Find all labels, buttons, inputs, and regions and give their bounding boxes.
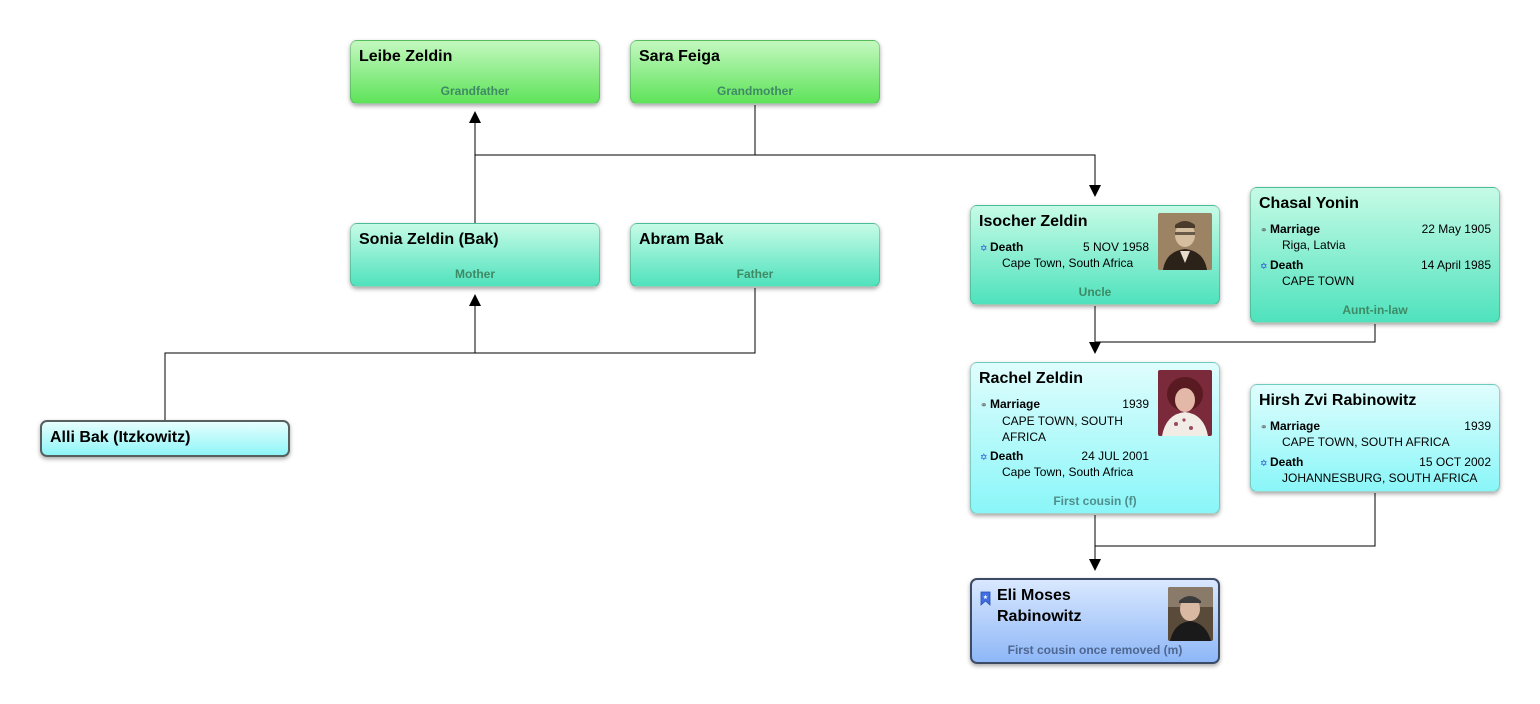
event-label: Marriage	[1270, 419, 1321, 433]
event-place: CAPE TOWN, SOUTH AFRICA	[1002, 414, 1123, 444]
event-label: Death	[1270, 258, 1304, 272]
event-place: JOHANNESBURG, SOUTH AFRICA	[1282, 471, 1478, 485]
relationship-label: Mother	[455, 267, 495, 281]
connector-line	[1095, 493, 1376, 547]
arrow-down	[1089, 559, 1101, 571]
event-label: Death	[990, 449, 1024, 463]
person-name: Leibe Zeldin	[359, 48, 453, 65]
star-of-david-icon: ✡	[980, 452, 988, 462]
person-photo[interactable]	[1158, 213, 1212, 270]
connector-line	[755, 154, 1096, 187]
event-date: 22 May 1905	[1421, 222, 1491, 236]
person-name: Rachel Zeldin	[979, 370, 1084, 387]
arrow-up	[469, 294, 481, 306]
person-card-leibe-zeldin[interactable]: Leibe Zeldin Grandfather	[350, 40, 600, 104]
death-event: ✡Death	[1260, 258, 1303, 272]
rings-icon: ⚭	[1260, 225, 1268, 235]
connector-line	[475, 105, 756, 156]
death-event: ✡Death	[980, 449, 1023, 463]
event-place: CAPE TOWN, SOUTH AFRICA	[1282, 435, 1450, 449]
relationship-label: Grandfather	[440, 84, 510, 98]
event-date: 1939	[1122, 397, 1149, 411]
person-card-alli-bak[interactable]: Alli Bak (Itzkowitz)	[40, 420, 290, 457]
event-label: Death	[1270, 455, 1304, 469]
person-card-sonia-zeldin[interactable]: Sonia Zeldin (Bak) Mother	[350, 223, 600, 287]
person-card-eli-moses-rabinowitz[interactable]: ★ Eli Moses Rabinowitz First cousin once…	[970, 578, 1220, 664]
person-name: Eli Moses Rabinowitz	[997, 587, 1082, 625]
portrait-photo-icon	[1158, 370, 1212, 436]
relationship-label: Aunt-in-law	[1342, 303, 1408, 317]
connector-line	[1095, 324, 1376, 343]
person-photo[interactable]	[1158, 370, 1212, 436]
event-date: 14 April 1985	[1420, 258, 1491, 272]
person-name: Chasal Yonin	[1259, 195, 1359, 212]
connector-line	[164, 288, 756, 420]
arrow-up	[469, 111, 481, 123]
person-name: Sara Feiga	[639, 48, 720, 65]
event-label: Marriage	[990, 397, 1041, 411]
relationship-label: Grandmother	[716, 84, 793, 98]
marriage-event: ⚭Marriage	[980, 397, 1040, 411]
svg-text:★: ★	[983, 594, 988, 601]
portrait-photo-icon	[1158, 213, 1212, 270]
person-card-isocher-zeldin[interactable]: Isocher Zeldin ✡Death 5 NOV 1958 Cape To…	[970, 205, 1220, 305]
death-event: ✡Death	[1260, 455, 1303, 469]
star-of-david-icon: ✡	[980, 243, 988, 253]
event-date: 1939	[1464, 419, 1491, 433]
relationship-label: First cousin (f)	[1053, 494, 1137, 508]
portrait-photo-icon	[1168, 587, 1213, 641]
person-card-chasal-yonin[interactable]: Chasal Yonin ⚭Marriage 22 May 1905 Riga,…	[1250, 187, 1500, 323]
rings-icon: ⚭	[1260, 422, 1268, 432]
event-date: 24 JUL 2001	[1081, 449, 1149, 463]
person-card-sara-feiga[interactable]: Sara Feiga Grandmother	[630, 40, 880, 104]
person-name: Hirsh Zvi Rabinowitz	[1259, 392, 1417, 409]
person-name: Isocher Zeldin	[979, 213, 1088, 230]
person-name: Alli Bak (Itzkowitz)	[50, 429, 191, 446]
event-date: 5 NOV 1958	[1082, 240, 1149, 254]
death-event: ✡Death	[980, 240, 1023, 254]
event-place: Cape Town, South Africa	[1002, 256, 1134, 270]
relationship-label: Uncle	[1078, 285, 1112, 299]
person-name: Sonia Zeldin (Bak)	[359, 231, 499, 248]
event-place: Riga, Latvia	[1282, 238, 1346, 252]
event-date: 15 OCT 2002	[1419, 455, 1491, 469]
relationship-label: First cousin once removed (m)	[1007, 643, 1183, 657]
event-place: Cape Town, South Africa	[1002, 465, 1134, 479]
event-place: CAPE TOWN	[1282, 274, 1355, 288]
rings-icon: ⚭	[980, 400, 988, 410]
person-photo[interactable]	[1168, 587, 1213, 641]
arrow-down	[1089, 342, 1101, 354]
person-card-rachel-zeldin[interactable]: Rachel Zeldin ⚭Marriage 1939 CAPE TOWN, …	[970, 362, 1220, 514]
event-label: Marriage	[1270, 222, 1321, 236]
bookmark-icon[interactable]: ★	[980, 591, 991, 611]
person-card-hirsh-zvi-rabinowitz[interactable]: Hirsh Zvi Rabinowitz ⚭Marriage 1939 CAPE…	[1250, 384, 1500, 492]
star-of-david-icon: ✡	[1260, 261, 1268, 271]
marriage-event: ⚭Marriage	[1260, 419, 1320, 433]
relationship-label: Father	[736, 267, 774, 281]
person-card-abram-bak[interactable]: Abram Bak Father	[630, 223, 880, 287]
marriage-event: ⚭Marriage	[1260, 222, 1320, 236]
event-label: Death	[990, 240, 1024, 254]
person-name: Abram Bak	[639, 231, 724, 248]
star-of-david-icon: ✡	[1260, 458, 1268, 468]
arrow-down	[1089, 185, 1101, 197]
